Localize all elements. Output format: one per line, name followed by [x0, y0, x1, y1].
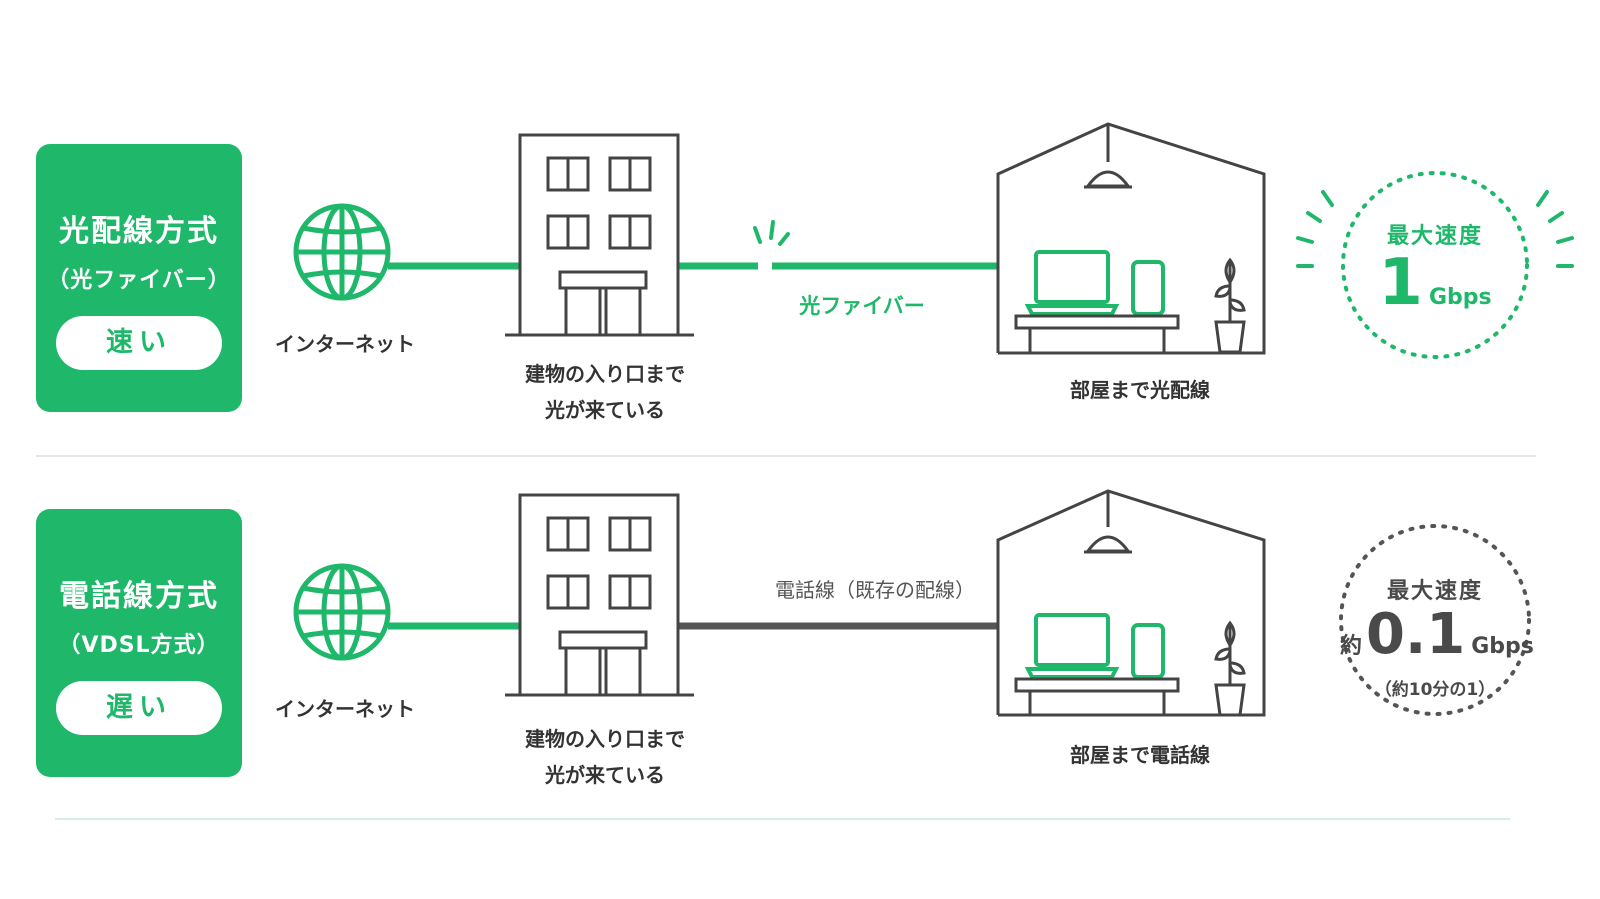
max-speed-label: 最大速度: [1386, 224, 1483, 249]
internet-label: インターネット: [275, 697, 415, 721]
room-label: 部屋まで電話線: [1070, 743, 1210, 767]
laptop-icon: [1024, 613, 1120, 679]
smartphone-icon: [1131, 623, 1165, 679]
method-name: 電話線方式: [59, 579, 219, 614]
speed-value: 0.1: [1366, 602, 1466, 667]
cable-label: 電話線（既存の配線）: [775, 578, 975, 602]
smartphone-icon: [1131, 260, 1165, 316]
speed-ring: [1341, 171, 1529, 359]
room-label: 部屋まで光配線: [1070, 378, 1210, 402]
plant-icon: [1214, 620, 1246, 717]
row-vdsl-illustration: [293, 489, 1531, 717]
lamp-icon: [1084, 491, 1132, 554]
speed-value: 1: [1378, 246, 1423, 320]
speed-prefix: 約: [1340, 634, 1363, 659]
method-sub: （光ファイバー）: [47, 268, 231, 293]
row-fiber-illustration: [293, 122, 1574, 359]
globe-icon: [293, 203, 391, 301]
internet-label: インターネット: [275, 332, 415, 356]
cable-label: 光ファイバー: [799, 294, 925, 318]
speed-unit: Gbps: [1471, 634, 1534, 659]
building-label: 建物の入り口まで 光が来ている: [525, 362, 685, 422]
building-icon: [505, 133, 694, 337]
house-icon: [996, 489, 1266, 717]
row-fiber: 光配線方式 （光ファイバー） 速い インターネット 建物の入り口まで 光が来てい…: [0, 110, 1600, 450]
method-sub: （VDSL方式）: [58, 633, 220, 658]
row-vdsl: 電話線方式 （VDSL方式） 遅い インターネット 建物の入り口まで 光が来てい…: [0, 475, 1600, 815]
building-label: 建物の入り口まで 光が来ている: [525, 727, 685, 787]
speed-word-pill: 速い: [56, 316, 222, 370]
max-speed-label: 最大速度: [1386, 579, 1483, 604]
house-icon: [996, 122, 1266, 355]
speed-ring: [1339, 524, 1531, 716]
spark-icon: [753, 220, 790, 246]
method-badge-vdsl: 電話線方式 （VDSL方式） 遅い: [36, 509, 242, 777]
lamp-icon: [1084, 124, 1132, 189]
bottom-divider: [55, 818, 1510, 820]
method-badge-fiber: 光配線方式 （光ファイバー） 速い: [36, 144, 242, 412]
row-divider: [36, 455, 1536, 457]
globe-icon: [293, 563, 391, 661]
building-icon: [505, 493, 694, 697]
plant-icon: [1214, 257, 1246, 354]
desk: [1014, 314, 1180, 353]
speed-note: （約10分の1）: [1374, 680, 1496, 700]
method-name: 光配線方式: [59, 214, 219, 249]
desk: [1014, 677, 1180, 715]
speed-unit: Gbps: [1428, 285, 1492, 310]
laptop-icon: [1024, 250, 1120, 316]
burst-rays: [1296, 190, 1574, 268]
speed-word-pill: 遅い: [56, 681, 222, 735]
